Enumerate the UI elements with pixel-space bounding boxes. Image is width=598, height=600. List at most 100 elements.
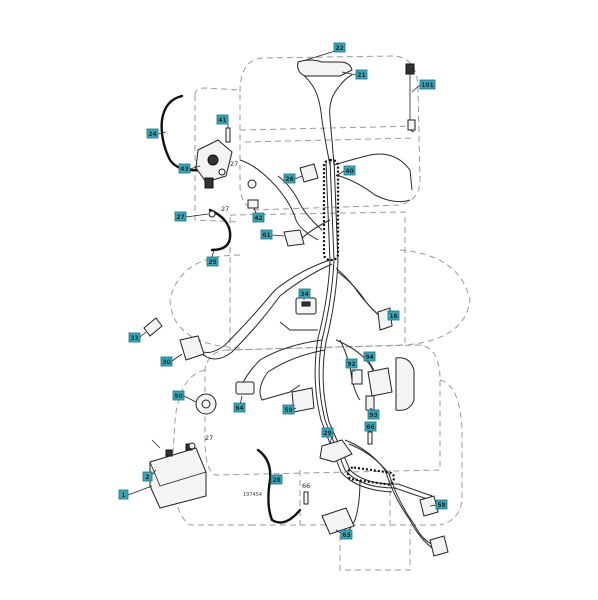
svg-text:16: 16 — [389, 313, 397, 320]
svg-text:30: 30 — [162, 359, 170, 366]
terminal-42 — [247, 199, 259, 209]
svg-text:26: 26 — [285, 176, 293, 183]
callout-21[interactable]: 21 — [355, 69, 368, 80]
svg-text:28: 28 — [272, 477, 280, 484]
harness-branch-rear-right-2 — [348, 443, 439, 547]
callout-41[interactable]: 41 — [216, 114, 229, 125]
callout-59[interactable]: 59 — [282, 404, 295, 415]
callout-63[interactable]: 63 — [340, 529, 353, 540]
callout-93[interactable]: 93 — [367, 409, 380, 420]
callout-26[interactable]: 26 — [283, 173, 296, 184]
harness-main-trunk — [318, 159, 431, 501]
callout-16[interactable]: 16 — [387, 310, 400, 321]
svg-text:63: 63 — [342, 532, 350, 539]
battery-box — [149, 447, 207, 509]
svg-text:101: 101 — [421, 82, 434, 89]
harness-branch-upper-left-2 — [277, 175, 323, 231]
harness-branch-lower-left — [239, 339, 323, 391]
harness-trunk-3 — [314, 161, 393, 493]
svg-text:2: 2 — [145, 474, 149, 481]
callouts: 22 21 101 24 41 43 26 40 42 27 61 25 34 … — [118, 42, 448, 540]
connector-58 — [419, 495, 439, 517]
rear-right-outline — [439, 379, 463, 526]
harness-branch-right — [333, 153, 413, 191]
svg-text:92: 92 — [347, 361, 355, 368]
horn-50-center — [201, 399, 211, 409]
battery-terminal-neg — [165, 449, 173, 457]
housing-94 — [395, 357, 415, 411]
svg-text:34: 34 — [300, 291, 308, 298]
svg-text:58: 58 — [437, 502, 445, 509]
cable-25 — [208, 208, 232, 252]
screw-66b — [303, 491, 309, 505]
connector-64 — [235, 381, 255, 395]
callout-66[interactable]: 66 — [364, 421, 377, 432]
svg-text:66: 66 — [366, 424, 374, 431]
callout-28[interactable]: 28 — [270, 474, 283, 485]
svg-text:42: 42 — [254, 215, 262, 222]
callout-24[interactable]: 24 — [146, 128, 159, 139]
label-66-bottom: 66 — [302, 482, 310, 490]
callout-34[interactable]: 34 — [298, 288, 311, 299]
rear-left-outline — [171, 369, 250, 526]
harness-branch-mid-lower — [279, 321, 318, 331]
callout-29[interactable]: 29 — [321, 427, 334, 438]
callout-33[interactable]: 33 — [128, 332, 141, 343]
solenoid-base — [204, 177, 214, 189]
screw-66a — [367, 431, 373, 445]
svg-text:93: 93 — [369, 412, 377, 419]
svg-text:1: 1 — [121, 492, 125, 499]
svg-text:27: 27 — [176, 214, 184, 221]
bolt-27c — [188, 442, 196, 450]
cable-28 — [256, 448, 302, 524]
callout-64[interactable]: 64 — [233, 402, 246, 413]
harness-branch-rear-right — [344, 439, 436, 551]
svg-text:94: 94 — [365, 354, 373, 361]
cable-24 — [160, 94, 202, 172]
label-27-battery: 27 — [205, 434, 213, 442]
module-94 — [367, 367, 393, 397]
plain-labels: 27 27 27 66 197454 — [205, 160, 310, 498]
callout-92[interactable]: 92 — [345, 358, 358, 369]
label-27-mid: 27 — [221, 205, 229, 213]
callout-1[interactable]: 1 — [118, 489, 129, 500]
switch-92 — [351, 369, 363, 385]
harness-branch-right-2 — [335, 174, 411, 203]
bottom-frame-outline — [339, 525, 411, 571]
callout-25[interactable]: 25 — [206, 256, 219, 267]
callout-42[interactable]: 42 — [252, 212, 265, 223]
headlight-connector — [297, 59, 353, 77]
conduit-lower — [346, 466, 396, 486]
callout-30[interactable]: 30 — [160, 356, 173, 367]
part-93 — [365, 395, 375, 411]
hood-outline — [239, 55, 421, 211]
relay-34-pins — [301, 301, 311, 307]
module-29 — [319, 439, 353, 463]
bolt-27b — [208, 210, 216, 218]
bolt-41 — [225, 127, 231, 143]
svg-text:50: 50 — [174, 393, 182, 400]
callout-58[interactable]: 58 — [435, 499, 448, 510]
callout-61[interactable]: 61 — [260, 229, 273, 240]
tractor-outline — [169, 55, 471, 571]
bolt-27a — [218, 168, 226, 176]
conduit-upper — [322, 158, 340, 262]
callout-50[interactable]: 50 — [172, 390, 185, 401]
callout-43[interactable]: 43 — [178, 163, 191, 174]
svg-text:64: 64 — [235, 405, 243, 412]
harness-branch-upper-left — [239, 159, 319, 241]
svg-text:33: 33 — [130, 335, 138, 342]
callout-40[interactable]: 40 — [343, 165, 356, 176]
svg-text:24: 24 — [148, 131, 156, 138]
harness-branch-headlight — [299, 71, 331, 166]
plug-101-end — [407, 119, 416, 131]
components — [143, 59, 449, 557]
callout-101[interactable]: 101 — [419, 79, 436, 90]
callout-94[interactable]: 94 — [363, 351, 376, 362]
clip-33 — [143, 317, 163, 337]
callout-27[interactable]: 27 — [174, 211, 187, 222]
callout-22[interactable]: 22 — [333, 42, 346, 53]
callout-2[interactable]: 2 — [142, 471, 153, 482]
